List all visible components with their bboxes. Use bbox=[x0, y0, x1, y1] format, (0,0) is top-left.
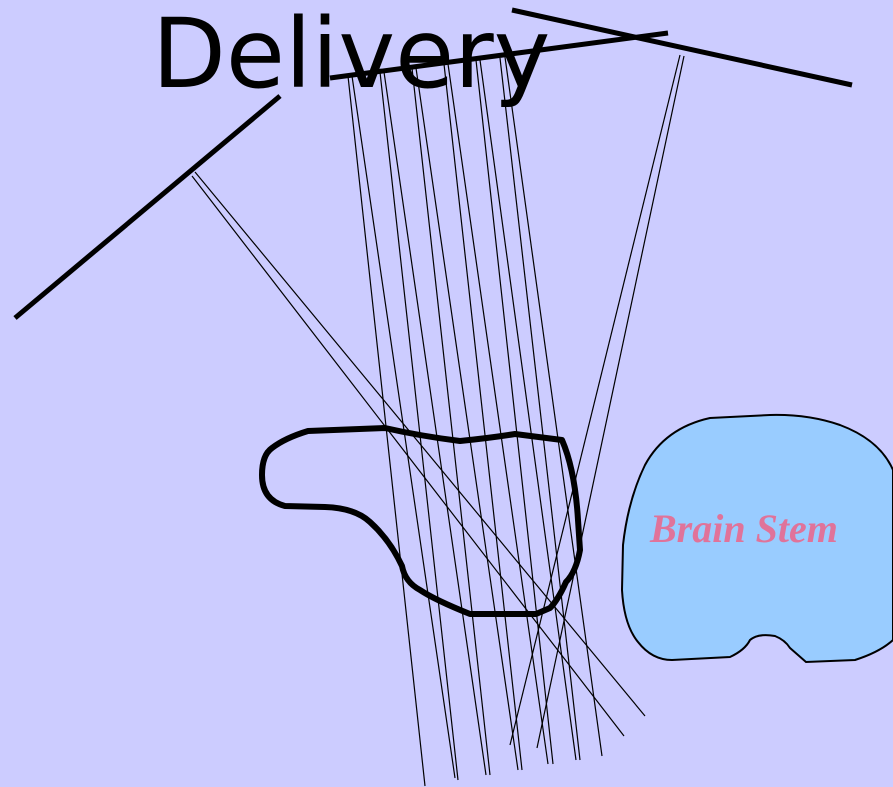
tumor-outline bbox=[259, 425, 583, 617]
beam-top-7 bbox=[443, 63, 523, 771]
collimator-right bbox=[511, 7, 853, 88]
beam-group-top bbox=[347, 56, 603, 787]
beam-top-11 bbox=[499, 57, 581, 761]
beam-top-10 bbox=[479, 59, 577, 761]
beam-top-12 bbox=[504, 56, 603, 757]
brain-stem-label: Brain Stem bbox=[649, 506, 838, 551]
brain-stem-outline bbox=[620, 413, 893, 664]
beam-top-9 bbox=[475, 59, 554, 765]
beam-top-8 bbox=[447, 63, 549, 765]
beam-group-left bbox=[191, 171, 646, 737]
beam-top-4 bbox=[383, 71, 487, 776]
beam-group-right bbox=[509, 54, 685, 749]
collimator-top bbox=[329, 30, 669, 81]
beam-top-5 bbox=[411, 67, 491, 776]
beam-top-6 bbox=[415, 67, 519, 771]
beam-right-2 bbox=[536, 55, 685, 749]
beam-top-2 bbox=[351, 75, 456, 779]
collimator-left bbox=[13, 94, 282, 320]
beam-top-3 bbox=[379, 71, 459, 781]
beam-left-1 bbox=[194, 171, 646, 717]
beam-right-1 bbox=[509, 54, 681, 746]
